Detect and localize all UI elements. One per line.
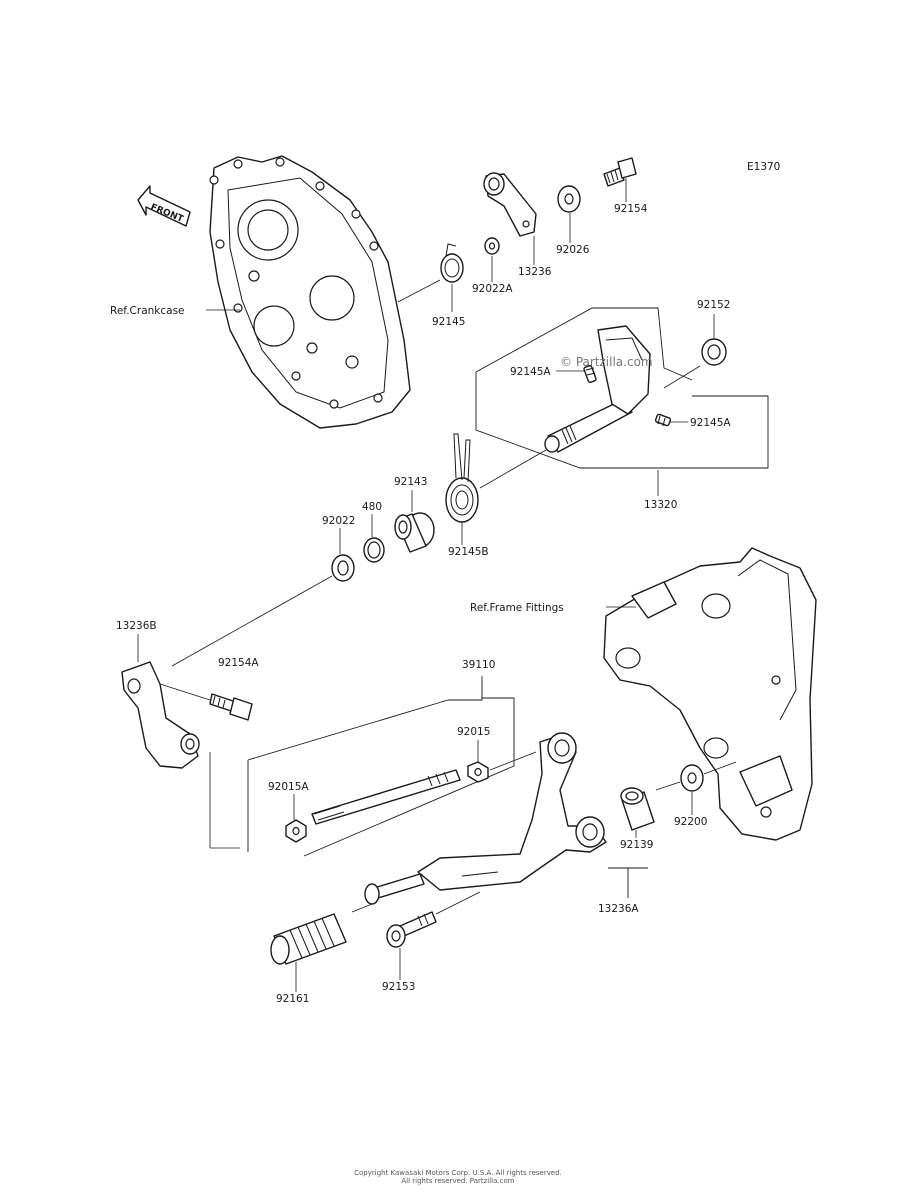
tie-rod-part bbox=[311, 769, 461, 825]
pin-92145A-left-part bbox=[583, 364, 597, 384]
washer-92022A-part bbox=[484, 237, 500, 255]
pin-92145A-right-part bbox=[654, 413, 672, 427]
frame-fittings-part bbox=[603, 547, 817, 841]
bolt-92154A-part bbox=[209, 693, 253, 721]
part-number-13236B: 13236B bbox=[116, 620, 157, 632]
crankcase-cover-part bbox=[209, 155, 411, 429]
washer-92022-part bbox=[331, 554, 355, 582]
part-number-480: 480 bbox=[362, 501, 382, 513]
ref-frame-fittings-label: Ref.Frame Fittings bbox=[470, 602, 564, 614]
front-arrow-icon: FRONT bbox=[137, 185, 191, 227]
rubber-92161-part bbox=[270, 913, 347, 965]
spring-92145-part bbox=[440, 243, 464, 283]
part-number-92022: 92022 bbox=[322, 515, 355, 527]
pedal-pin-part bbox=[364, 873, 425, 905]
seal-92152-part bbox=[701, 338, 727, 366]
washer-92200-part bbox=[680, 764, 704, 792]
part-number-92154: 92154 bbox=[614, 203, 648, 215]
bushing-92139-part bbox=[620, 787, 655, 831]
part-number-39110: 39110 bbox=[462, 659, 495, 671]
part-number-92153: 92153 bbox=[382, 981, 415, 993]
part-number-92145B: 92145B bbox=[448, 546, 489, 558]
crankcase-bore-lower bbox=[253, 305, 295, 347]
ref-crankcase-label: Ref.Crankcase bbox=[110, 305, 185, 317]
part-number-92152: 92152 bbox=[697, 299, 730, 311]
collar-92143-part bbox=[394, 512, 435, 553]
diagram-code: E1370 bbox=[747, 161, 780, 173]
part-number-92015: 92015 bbox=[457, 726, 490, 738]
washer-92026-part bbox=[557, 185, 581, 213]
bolt-92153-part bbox=[386, 911, 437, 948]
shift-pedal-part bbox=[417, 732, 607, 891]
part-number-92026: 92026 bbox=[556, 244, 590, 256]
crankcase-bore-middle bbox=[309, 275, 355, 321]
part-number-13320: 13320 bbox=[644, 499, 677, 511]
part-number-92143: 92143 bbox=[394, 476, 427, 488]
spring-92145B-part bbox=[445, 433, 479, 523]
part-number-92145: 92145 bbox=[432, 316, 465, 328]
watermark: © Partzilla.com bbox=[560, 355, 653, 369]
lever-13236-part bbox=[483, 172, 537, 237]
part-number-92145A-left: 92145A bbox=[510, 366, 551, 378]
nut-92015A-part bbox=[285, 819, 307, 843]
part-number-92154A: 92154A bbox=[218, 657, 259, 669]
part-number-92145A-right: 92145A bbox=[690, 417, 731, 429]
shift-shaft-13320-part bbox=[544, 325, 651, 453]
lever-13236B-part bbox=[121, 661, 200, 769]
part-number-13236A: 13236A bbox=[598, 903, 639, 915]
part-number-92139: 92139 bbox=[620, 839, 653, 851]
footer-line-1: Copyright Kawasaki Motors Corp. U.S.A. A… bbox=[354, 1169, 562, 1177]
nut-92015-part bbox=[467, 761, 489, 783]
part-number-92161: 92161 bbox=[276, 993, 309, 1005]
part-number-92015A: 92015A bbox=[268, 781, 309, 793]
part-number-92022A: 92022A bbox=[472, 283, 513, 295]
circlip-480-part bbox=[363, 537, 385, 563]
bolt-92154-part bbox=[603, 157, 637, 187]
part-number-92200: 92200 bbox=[674, 816, 707, 828]
footer-line-2: All rights reserved. Partzilla.com bbox=[401, 1177, 514, 1185]
part-number-13236: 13236 bbox=[518, 266, 552, 278]
